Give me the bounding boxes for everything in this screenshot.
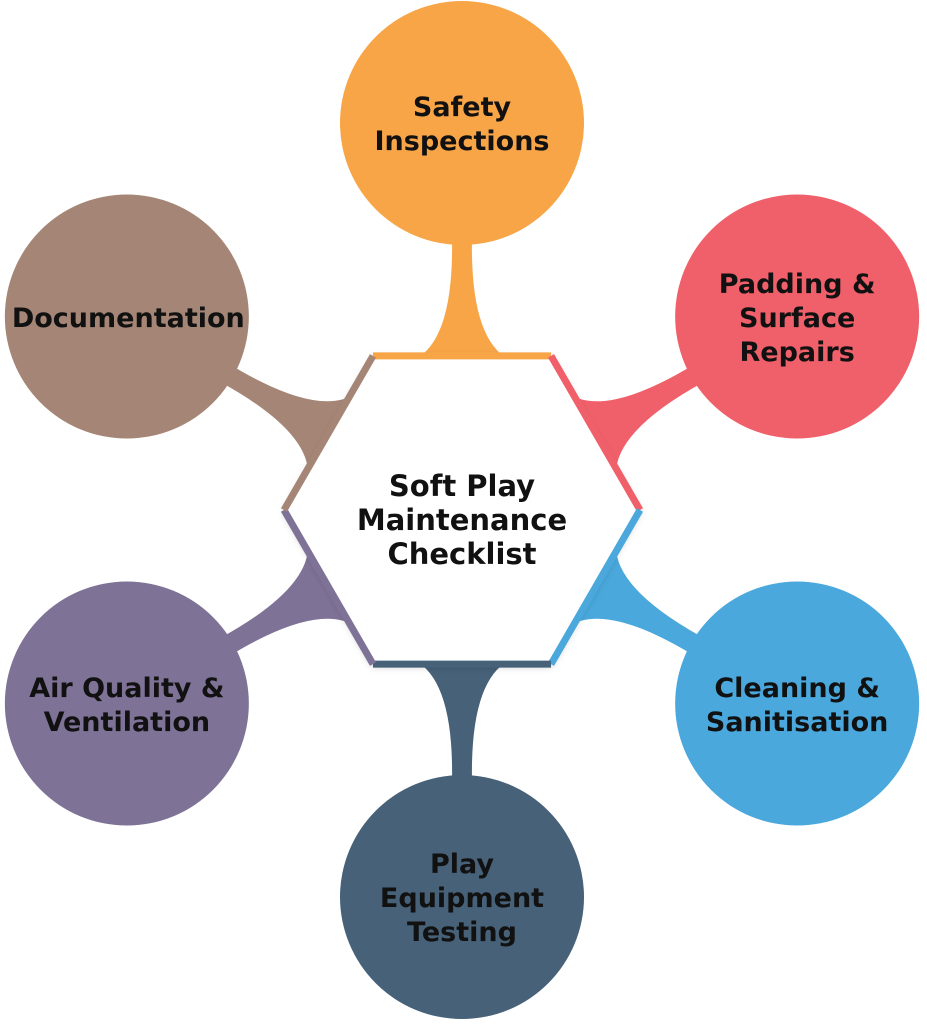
topic-circle	[675, 581, 920, 826]
hexagon-edge	[547, 354, 644, 512]
topic-circle	[675, 194, 920, 439]
topic-circle	[340, 1, 584, 245]
topic-label: Documentation	[11, 302, 245, 334]
connector	[414, 660, 510, 782]
topic-circle	[340, 775, 584, 1019]
topic-label: Padding & Surface Repairs	[718, 268, 876, 368]
topic-label: Play Equipment Testing	[379, 849, 545, 948]
center-title: Soft Play Maintenance Checklist	[356, 469, 568, 571]
topic-label: Cleaning & Sanitisation	[705, 672, 889, 738]
connector	[414, 238, 510, 360]
hexagon-edge	[547, 508, 644, 666]
topic-label: Safety Inspections	[374, 92, 550, 157]
hexagon-edge	[280, 354, 377, 512]
center-hexagon	[284, 355, 640, 665]
topic-label: Air Quality & Ventilation	[29, 672, 225, 738]
topic-circle	[4, 581, 249, 826]
hexagon-edge	[280, 508, 377, 666]
topic-circle	[4, 194, 249, 439]
